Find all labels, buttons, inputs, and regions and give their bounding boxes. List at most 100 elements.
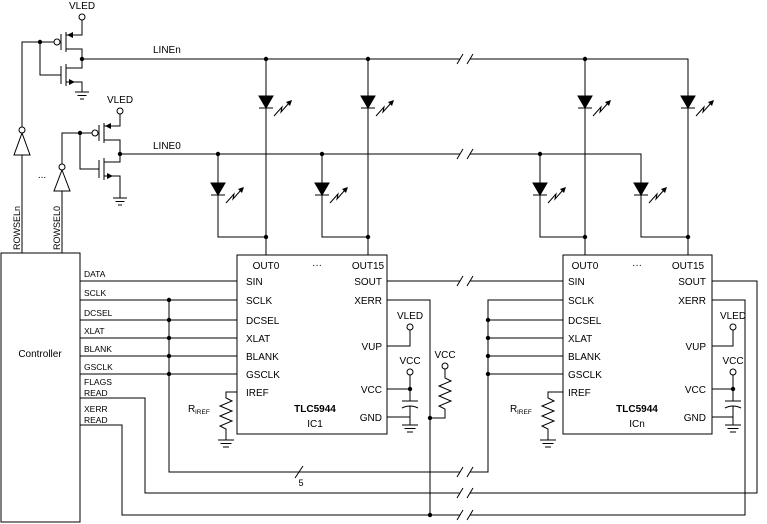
icn-iref-resistor-icon bbox=[540, 391, 563, 440]
controller-output-blank: BLANK bbox=[84, 344, 112, 354]
led-diode-icon bbox=[314, 182, 330, 196]
led-emission-arrowhead bbox=[560, 187, 566, 193]
ground-symbol bbox=[75, 91, 89, 100]
ground-symbol bbox=[540, 439, 556, 448]
led-emission-arrowhead bbox=[342, 187, 348, 193]
led-emission-arrowhead bbox=[388, 100, 394, 106]
junction-dot bbox=[582, 234, 588, 240]
icn-out0-label: OUT0 bbox=[572, 261, 599, 272]
vled-terminal-n bbox=[78, 13, 86, 21]
break-mark bbox=[456, 509, 474, 521]
ic1-capacitor-icon bbox=[401, 389, 419, 417]
ic1-out0-label: OUT0 bbox=[253, 261, 280, 272]
led-emission-icon bbox=[225, 189, 242, 204]
ic1-out15-label: OUT15 bbox=[352, 261, 385, 272]
controller-input-flags-read: READ bbox=[84, 388, 108, 398]
rowsel-n-inverter: ROWSELn bbox=[12, 126, 31, 253]
ic1-vled-terminal bbox=[406, 323, 414, 331]
icn-pin-sclk: SCLK bbox=[568, 296, 594, 307]
icn-out15-label: OUT15 bbox=[672, 261, 705, 272]
led-wire bbox=[640, 195, 688, 238]
line-0-rail: LINE0 bbox=[120, 141, 642, 183]
ic1-pin-iref: IREF bbox=[246, 388, 269, 399]
icn-gnd-wire bbox=[712, 416, 734, 425]
break-mark bbox=[456, 275, 474, 287]
switch-0-drain-wire bbox=[104, 139, 121, 163]
inverter-bubble bbox=[18, 126, 26, 134]
pmos-0-gate-bubble bbox=[91, 129, 99, 137]
junction-dot bbox=[485, 335, 491, 341]
nmos-0-arrow bbox=[107, 173, 113, 179]
icn-vup-wire bbox=[712, 330, 734, 347]
xerr-read-wire bbox=[80, 424, 460, 516]
inverter-triangle bbox=[53, 168, 71, 192]
led-line-0-ic1-out0 bbox=[210, 154, 269, 240]
pmos-n-source-wire bbox=[66, 20, 83, 36]
icn-capacitor-icon bbox=[724, 389, 742, 417]
led-line-n-icn-out15 bbox=[680, 95, 714, 255]
ic1-pin-vcc: VCC bbox=[361, 385, 382, 396]
ic1-pin-sout: SOUT bbox=[354, 277, 382, 288]
pmos-0-arrow bbox=[105, 123, 111, 129]
line-n-label: LINEn bbox=[153, 45, 181, 56]
icn-pin-gnd: GND bbox=[684, 413, 706, 424]
junction-dot bbox=[77, 130, 83, 136]
icn-pin-sout: SOUT bbox=[678, 277, 706, 288]
break-mark bbox=[456, 487, 474, 499]
junction-dot bbox=[485, 317, 491, 323]
ic1-vcc-terminal bbox=[406, 368, 414, 376]
ic1-box bbox=[236, 254, 388, 435]
gate-n-wire bbox=[21, 41, 54, 127]
controller-input-xerr: XERR bbox=[84, 404, 108, 414]
junction-dot bbox=[685, 234, 691, 240]
bus-wire bbox=[168, 300, 460, 473]
ic1-part-number: TLC5944 bbox=[294, 404, 336, 415]
break-mark bbox=[456, 466, 474, 478]
pullup-vcc-terminal bbox=[441, 362, 449, 370]
controller-input-xerr-read: READ bbox=[84, 415, 108, 425]
controller-box bbox=[0, 252, 81, 523]
vled-label-0: VLED bbox=[107, 95, 133, 106]
ic1-designator: IC1 bbox=[307, 419, 323, 430]
bus-width-slash bbox=[294, 465, 304, 479]
xerr-ic1-wire bbox=[387, 299, 431, 515]
led-emission-arrowhead bbox=[286, 100, 292, 106]
junction-dot bbox=[485, 371, 491, 377]
break-mark bbox=[456, 53, 474, 65]
led-diode-icon bbox=[680, 95, 696, 109]
led-diode-icon bbox=[258, 95, 274, 109]
ic1-gnd-wire bbox=[387, 416, 411, 425]
icn-pin-blank: BLANK bbox=[568, 352, 601, 363]
controller-output-gsclk: GSCLK bbox=[84, 362, 113, 372]
ic1-pin-gsclk: GSCLK bbox=[246, 370, 280, 381]
controller-output-dcsel: DCSEL bbox=[84, 308, 113, 318]
led-line-n-ic1-out15 bbox=[360, 59, 394, 255]
gate-0-wire bbox=[61, 132, 92, 164]
xerr-pullup: VCC bbox=[427, 350, 456, 421]
ic1-out-ellipsis: ··· bbox=[312, 260, 322, 271]
junction-dot bbox=[427, 512, 433, 518]
icn-vcc-wire bbox=[712, 375, 734, 390]
led-wire bbox=[321, 154, 368, 238]
nmos-0-source-wire bbox=[104, 175, 121, 198]
controller-output-data: DATA bbox=[84, 269, 106, 279]
icn-pin-xlat: XLAT bbox=[568, 334, 592, 345]
icn-riref-subscript: IREF bbox=[517, 409, 532, 416]
led-wire bbox=[217, 154, 266, 238]
led-emission-arrowhead bbox=[708, 100, 714, 106]
icn-vled-terminal bbox=[729, 323, 737, 331]
junction-dot bbox=[427, 415, 433, 421]
ic1-pin-xerr: XERR bbox=[354, 296, 382, 307]
pullup-vcc-label: VCC bbox=[434, 350, 455, 361]
icn-pin-iref: IREF bbox=[568, 388, 591, 399]
ground-symbol bbox=[113, 197, 127, 206]
ic1-vled-label: VLED bbox=[397, 311, 423, 322]
ic1-pin-blank: BLANK bbox=[246, 352, 279, 363]
led-line-0-icn-out15 bbox=[633, 182, 691, 240]
led-diode-icon bbox=[210, 182, 226, 196]
ic1-riref-subscript: IREF bbox=[195, 409, 210, 416]
icn: OUT0 ··· OUT15 SIN SCLK DCSEL XLAT BLANK… bbox=[510, 254, 746, 448]
controller: Controller DATA SCLK DCSEL XLAT BLANK GS… bbox=[0, 252, 113, 523]
icn-out-ellipsis: ··· bbox=[632, 260, 642, 271]
